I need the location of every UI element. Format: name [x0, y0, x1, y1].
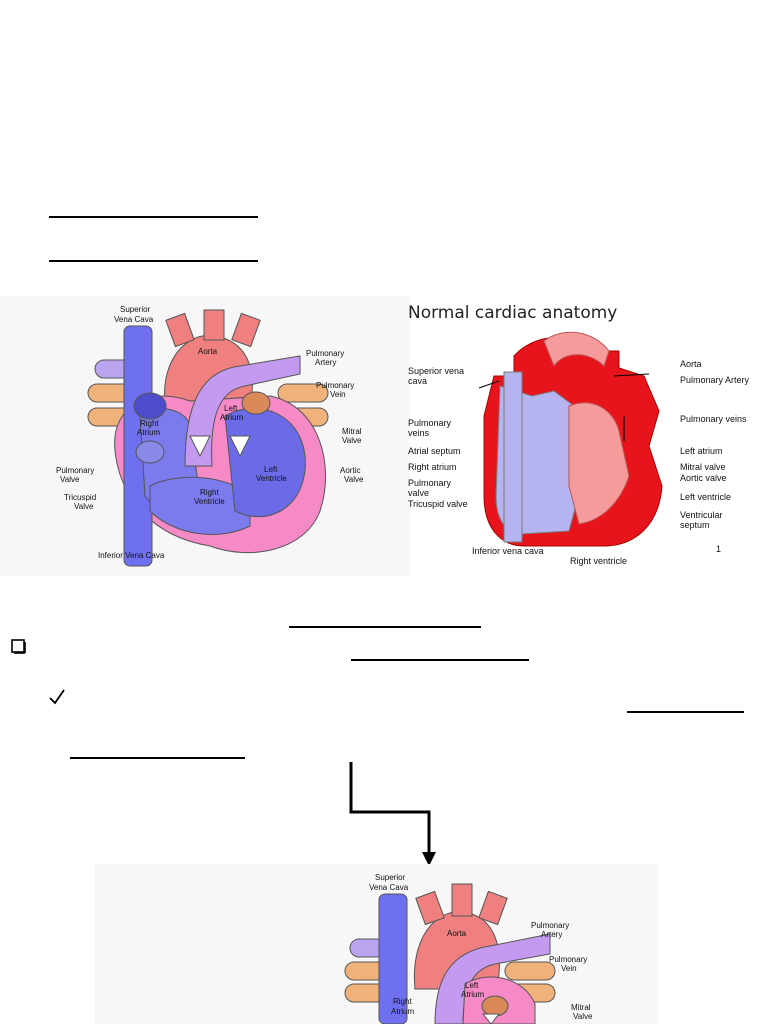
r-label-lv: Left ventricle: [680, 492, 731, 502]
blank-line-4: [351, 659, 529, 661]
r-label-septum-2: septum: [680, 520, 710, 530]
label-aortic-2: Valve: [344, 475, 364, 484]
blank-line-3: [289, 626, 481, 628]
checkbox-icon: [11, 639, 26, 654]
heart-diagram-right: Normal cardiac anatomy Superior vena cav…: [408, 303, 750, 566]
label-pulm-valve-2: Valve: [60, 475, 80, 484]
r-label-pa: Pulmonary Artery: [680, 375, 750, 385]
label-rv-2: Ventricle: [194, 497, 225, 506]
diagram-title: Normal cardiac anatomy: [408, 303, 617, 323]
label-la-1: Left: [224, 404, 238, 413]
label-aorta: Aorta: [198, 347, 218, 356]
r-label-right-atrium: Right atrium: [408, 462, 457, 472]
r-label-svc-2: cava: [408, 376, 427, 386]
r-label-septum-1: Ventricular: [680, 510, 723, 520]
b-label-mitral-1: Mitral: [571, 1003, 591, 1012]
blank-line-2: [49, 260, 258, 262]
r-label-la: Left atrium: [680, 446, 723, 456]
r-label-svc-1: Superior vena: [408, 366, 464, 376]
b-label-pv-1: Pulmonary: [549, 955, 587, 964]
label-la-2: Atrium: [220, 413, 243, 422]
b-label-mitral-2: Valve: [573, 1012, 593, 1021]
connector-arrow: [349, 762, 436, 866]
label-tricuspid-1: Tricuspid: [64, 493, 96, 502]
b-label-la-1: Left: [465, 981, 479, 990]
b-label-pa-1: Pulmonary: [531, 921, 569, 930]
label-ra-1: Right: [140, 419, 159, 428]
label-pv-1: Pulmonary: [316, 381, 354, 390]
blank-line-6: [70, 757, 245, 759]
label-aortic-1: Aortic: [340, 466, 360, 475]
r-label-pveins-l-1: Pulmonary: [408, 418, 452, 428]
r-label-pveins-r: Pulmonary veins: [680, 414, 747, 424]
r-label-rv: Right ventricle: [570, 556, 627, 566]
label-mitral-1: Mitral: [342, 427, 362, 436]
r-label-mitral: Mitral valve: [680, 462, 726, 472]
b-label-ra-1: Right: [393, 997, 412, 1006]
label-mitral-2: Valve: [342, 436, 362, 445]
label-rv-1: Right: [200, 488, 219, 497]
label-pv-2: Vein: [330, 390, 346, 399]
b-label-pv-2: Vein: [561, 964, 577, 973]
r-label-tricuspid: Tricuspid valve: [408, 499, 468, 509]
label-svc-1: Superior: [120, 305, 151, 314]
b-label-ra-2: Atrium: [391, 1007, 414, 1016]
label-pa-1: Pulmonary: [306, 349, 344, 358]
page-number: 1: [716, 544, 721, 554]
r-label-atrial-septum: Atrial septum: [408, 446, 461, 456]
b-label-la-2: Atrium: [461, 990, 484, 999]
b-label-svc-1: Superior: [375, 873, 406, 882]
r-label-pulm-valve-2: valve: [408, 488, 429, 498]
r-label-aorta: Aorta: [680, 359, 702, 369]
r-label-pulm-valve-1: Pulmonary: [408, 478, 452, 488]
blank-line-5: [627, 711, 744, 713]
heart-diagram-bottom: Superior Vena Cava Aorta Pulmonary Arter…: [95, 864, 658, 1024]
label-lv-2: Ventricle: [256, 474, 287, 483]
label-lv-1: Left: [264, 465, 278, 474]
r-label-aortic: Aortic valve: [680, 473, 727, 483]
heart-diagram-left: Superior Vena Cava Aorta Pulmonary Arter…: [0, 296, 410, 576]
label-ra-2: Atrium: [137, 428, 160, 437]
label-tricuspid-2: Valve: [74, 502, 94, 511]
r-label-pveins-l-2: veins: [408, 428, 430, 438]
label-pulm-valve-1: Pulmonary: [56, 466, 94, 475]
label-pa-2: Artery: [315, 358, 336, 367]
b-label-aorta: Aorta: [447, 929, 467, 938]
checkmark-icon: [49, 689, 65, 705]
label-svc-2: Vena Cava: [114, 315, 154, 324]
blank-line-1: [49, 216, 258, 218]
label-ivc: Inferior Vena Cava: [98, 551, 165, 560]
b-label-pa-2: Artery: [541, 930, 562, 939]
b-label-svc-2: Vena Cava: [369, 883, 409, 892]
r-label-ivc: Inferior vena cava: [472, 546, 544, 556]
